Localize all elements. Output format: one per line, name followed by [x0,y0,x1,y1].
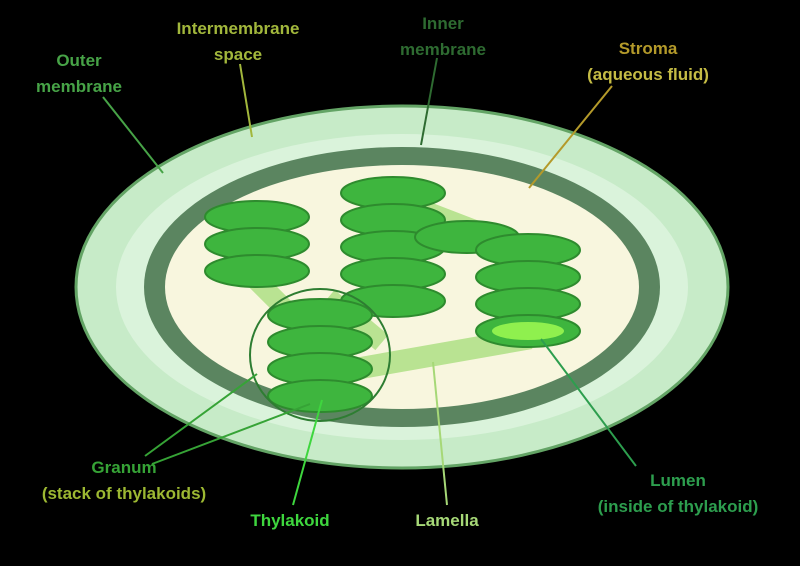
lumen-pointer-line [540,338,637,467]
inner-membrane-pointer-line [420,57,438,146]
label-lamella: Lamella [415,508,478,534]
label-line: Thylakoid [250,511,330,530]
granum-stack-circled [267,298,373,413]
label-line: Outer [56,51,102,70]
granum-pointer-line [144,373,258,457]
label-line: Granum [91,458,157,477]
label-stroma: Stroma (aqueous fluid) [587,36,709,88]
label-line: space [213,45,263,64]
label-thylakoid: Thylakoid [250,508,329,534]
label-line: Lumen [650,471,706,490]
label-granum: Granum (stack of thylakoids) [42,455,206,507]
label-line: Lamella [415,511,479,530]
label-lumen: Lumen (inside of thylakoid) [598,468,759,520]
granum-stack-middle [340,176,446,318]
lumen-highlight [492,322,564,340]
label-inner-membrane: Inner membrane [400,11,486,63]
stroma-pointer-line [528,85,613,189]
lamella-pointer-line [432,361,448,506]
label-line: (stack of thylakoids) [41,484,207,503]
outer-membrane-pointer-line [102,96,164,174]
thylakoid-ellipse [267,379,373,413]
label-line: membrane [36,77,122,96]
label-line: membrane [400,40,486,59]
label-line: Stroma [618,39,678,58]
lamella-band [326,327,533,385]
granum-pointer-line [151,403,311,465]
label-line: (aqueous fluid) [587,65,709,84]
grana [204,176,581,413]
granum-stack-upper-left [204,200,310,288]
intermembrane-space-pointer-line [239,63,253,138]
label-intermembrane-space: Intermembrane space [177,16,300,68]
granum-annotation-circle [249,288,391,422]
pointer-lines [102,57,637,506]
granum-stack-right [475,233,581,348]
thylakoid-pointer-line [292,399,323,506]
label-line: Inner [422,14,464,33]
label-outer-membrane: Outer membrane [36,48,122,100]
label-line: (inside of thylakoid) [597,497,759,516]
label-line: Intermembrane [176,19,300,38]
thylakoid-ellipse [204,254,310,288]
